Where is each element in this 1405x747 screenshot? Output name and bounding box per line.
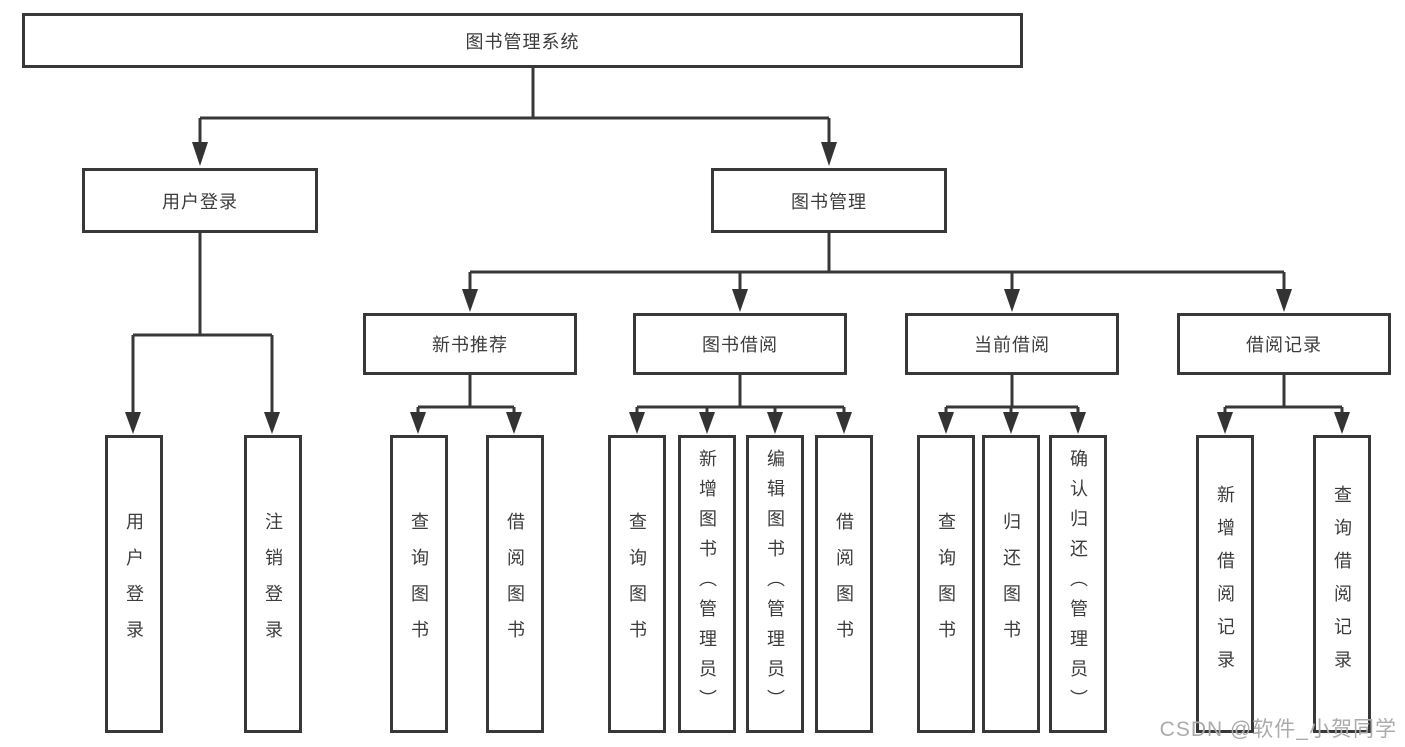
leaf-user-login: 用户登录 [105,435,163,733]
leaf-borrow-books: 借阅图书 [815,435,873,733]
connector-root-to-level2 [192,68,837,166]
node-user-login: 用户登录 [82,168,318,233]
leaf-edit-books-admin: 编辑图书（管理员） [746,435,804,733]
leaf-add-borrow-record: 新增借阅记录 [1196,435,1254,733]
arrow-head [1334,412,1350,434]
node-current-borrow: 当前借阅 [905,313,1119,375]
arrow-head [506,412,522,434]
arrow-head [938,412,954,434]
arrow-head [462,289,478,312]
leaf-add-books-admin: 新增图书（管理员） [678,435,736,733]
leaf-query-borrow-record: 查询借阅记录 [1313,435,1371,733]
node-book-borrow: 图书借阅 [633,313,847,375]
connector-new-book-rec-to-children [410,375,522,434]
node-label: 查询图书 [936,512,956,656]
node-label: 借阅图书 [505,512,525,656]
node-label: 用户登录 [162,191,238,212]
arrow-head [1004,289,1020,312]
leaf-query-books-borrow: 查询图书 [608,435,666,733]
arrow-head [767,412,783,434]
connector-line [1223,375,1344,413]
node-library-management-system: 图书管理系统 [22,13,1023,68]
arrow-head [192,142,208,166]
connector-user-login-to-children [125,233,280,434]
node-label: 编辑图书（管理员） [765,449,785,719]
connector-book-borrow-to-children [629,375,852,434]
node-label: 图书管理 [791,191,867,212]
arrow-head [699,412,715,434]
arrow-head [732,289,748,312]
arrow-head [125,412,141,434]
arrow-head [410,412,426,434]
leaf-query-books-recommend: 查询图书 [390,435,448,733]
leaf-query-books-current: 查询图书 [917,435,975,733]
connector-line [131,233,274,414]
node-label: 借阅记录 [1246,335,1322,355]
leaf-logout: 注销登录 [244,435,302,733]
leaf-confirm-return-admin: 确认归还（管理员） [1049,435,1107,733]
node-label: 查询图书 [409,512,429,656]
node-label: 图书借阅 [702,335,778,355]
node-new-book-recommend: 新书推荐 [363,313,577,375]
node-label: 借阅图书 [834,512,854,656]
node-borrow-record: 借阅记录 [1177,313,1391,375]
connector-line [468,233,1286,291]
connector-line [416,375,516,413]
arrow-head [629,412,645,434]
node-label: 注销登录 [263,512,283,656]
arrow-head [836,412,852,434]
node-label: 用户登录 [124,512,144,656]
node-label: 图书管理系统 [465,31,580,52]
connector-current-borrow-to-children [938,375,1086,434]
connector-line [635,375,846,413]
arrow-head [264,412,280,434]
csdn-watermark: CSDN @软件_小贺同学 [1159,718,1397,741]
node-label: 查询借阅记录 [1332,485,1352,683]
connector-borrow-record-to-children [1217,375,1350,434]
arrow-head [1217,412,1233,434]
node-label: 确认归还（管理员） [1068,449,1088,719]
node-label: 归还图书 [1001,512,1021,656]
node-label: 新增借阅记录 [1215,485,1235,683]
node-book-management: 图书管理 [711,168,947,233]
arrow-head [821,142,837,166]
node-label: 新增图书（管理员） [697,449,717,719]
arrow-head [1003,412,1019,434]
leaf-return-books: 归还图书 [982,435,1040,733]
arrow-head [1276,289,1292,312]
connector-line [944,375,1080,413]
node-label: 新书推荐 [432,335,508,355]
node-label: 当前借阅 [974,335,1050,355]
leaf-borrow-books-recommend: 借阅图书 [486,435,544,733]
connector-book-manage-to-level3 [462,233,1292,312]
node-label: 查询图书 [627,512,647,656]
arrow-head [1070,412,1086,434]
connector-line [198,68,831,144]
